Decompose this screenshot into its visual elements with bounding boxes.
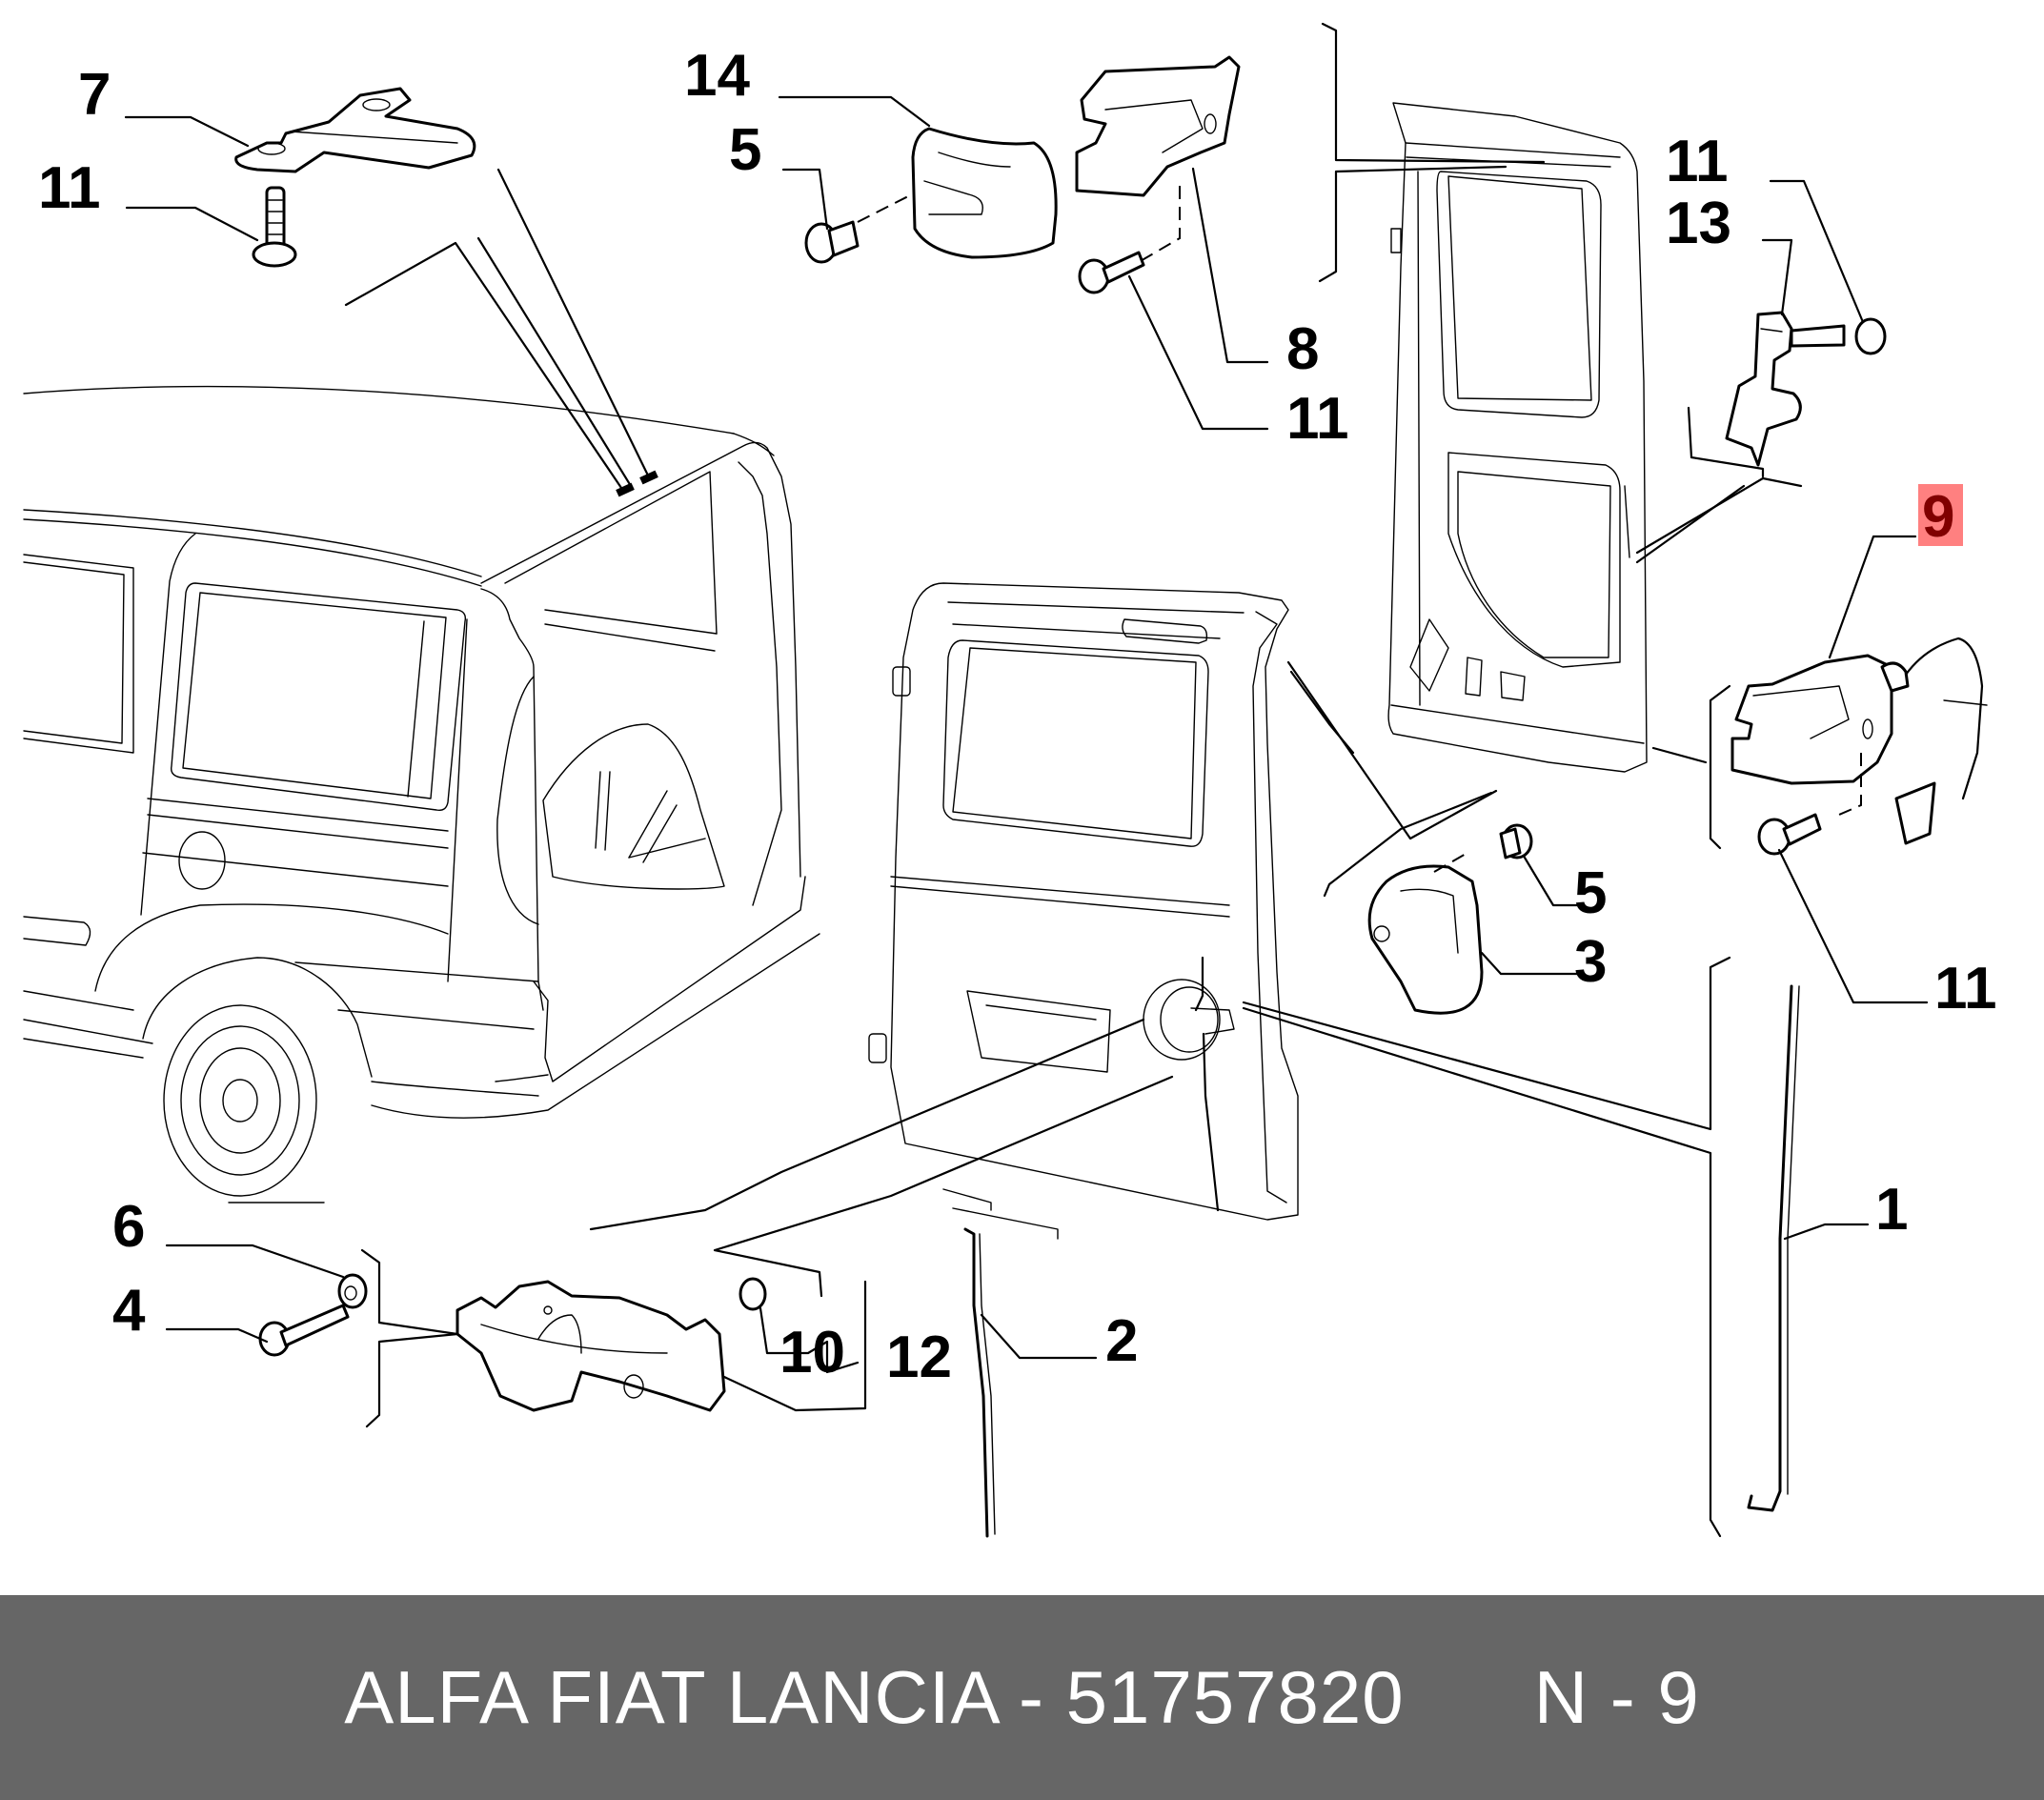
part-11-bolt-top-left	[252, 186, 297, 268]
part-2-rod	[963, 1227, 996, 1538]
callout-9[interactable]: 9	[1922, 484, 1954, 550]
part-1-rod	[1747, 984, 1800, 1512]
bracket-top-lower	[1318, 165, 1508, 283]
callout-11-right[interactable]: 11	[1934, 956, 1997, 1021]
callout-5-right[interactable]: 5	[1574, 860, 1607, 926]
footer-caption-bar: ALFA FIAT LANCIA - 51757820 N - 9	[0, 1595, 2044, 1800]
part-14-cover	[911, 127, 1058, 259]
rear-door-outer-panel	[868, 582, 1299, 1221]
callout-11-top-right[interactable]: 11	[1666, 129, 1729, 194]
callout-3[interactable]: 3	[1574, 929, 1607, 995]
callout-13[interactable]: 13	[1666, 191, 1731, 256]
part-8-latch	[1075, 55, 1241, 263]
van-body-illustration	[23, 385, 820, 1203]
parts-diagram: 7 11 14 5 8 11 11 13 9 5 3 11 1 6 4 10 1…	[23, 22, 1997, 1538]
leader-lines-roof	[344, 168, 652, 490]
door-bottom-edge-2	[952, 1207, 1059, 1240]
callout-7[interactable]: 7	[78, 62, 111, 128]
part-4-screw	[258, 1304, 350, 1357]
part-7-bracket	[234, 87, 476, 173]
part-11-bolt-right	[1757, 813, 1822, 856]
leader-door-1b	[1242, 1006, 1722, 1538]
leader-door-13	[1635, 476, 1803, 555]
bracket-handle	[360, 1248, 459, 1428]
footer-caption: ALFA FIAT LANCIA - 51757820 N - 9	[344, 1654, 1700, 1741]
leader-door-9	[1651, 746, 1708, 764]
callout-1[interactable]: 1	[1875, 1177, 1908, 1243]
callout-8[interactable]: 8	[1286, 316, 1319, 382]
leader-door-12b	[713, 1075, 1174, 1298]
part-5-clip-top	[804, 194, 911, 264]
part-9-lock-actuator	[1730, 637, 1988, 845]
bracket-3	[1323, 791, 1493, 898]
leader-door-12	[589, 1018, 1145, 1231]
rear-door-inner-panel	[1387, 102, 1648, 773]
brand-label: ALFA FIAT LANCIA	[344, 1655, 998, 1739]
callout-11-top-left[interactable]: 11	[38, 155, 101, 221]
callout-12[interactable]: 12	[886, 1325, 952, 1390]
door-bottom-edge	[942, 1188, 992, 1211]
callout-5-top[interactable]: 5	[729, 117, 761, 183]
callout-2[interactable]: 2	[1105, 1308, 1138, 1374]
part-13-striker	[1725, 311, 1802, 467]
callout-9-highlight	[1918, 484, 1963, 546]
callout-leaders	[124, 95, 1929, 1412]
part-5-clip-right	[1499, 823, 1533, 860]
separator: -	[997, 1655, 1066, 1739]
bracket-9	[1709, 684, 1731, 850]
part-number: 51757820	[1065, 1655, 1405, 1739]
part-10-nut	[739, 1277, 767, 1311]
reference-label: N - 9	[1533, 1655, 1700, 1739]
part-12-outer-handle	[455, 1280, 726, 1412]
callout-4[interactable]: 4	[112, 1278, 146, 1344]
callout-6[interactable]: 6	[112, 1194, 145, 1260]
part-11-bolt-mid	[1078, 251, 1145, 294]
bracket-top	[1321, 22, 1546, 164]
callout-11-mid[interactable]: 11	[1286, 386, 1349, 452]
part-11-bolt-top-right	[1790, 317, 1887, 355]
callout-10[interactable]: 10	[779, 1320, 845, 1385]
leader-door-13b	[1635, 484, 1746, 564]
bracket-13	[1687, 406, 1765, 478]
part-3-bezel	[1367, 852, 1484, 1015]
part-6-washer	[337, 1273, 368, 1309]
gap	[1405, 1655, 1534, 1739]
leader-door-3	[1286, 660, 1498, 840]
leader-door-1	[1242, 956, 1731, 1131]
callout-14[interactable]: 14	[684, 43, 750, 109]
leader-door-3b	[1289, 670, 1355, 755]
